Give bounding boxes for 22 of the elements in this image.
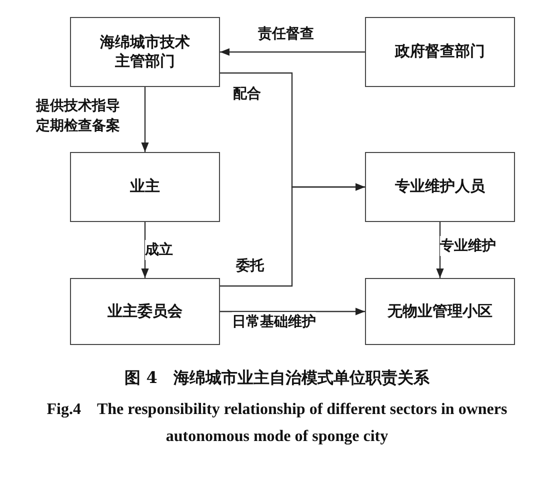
arrow (220, 183, 365, 287)
process-box (70, 278, 220, 345)
box-text: 业主委员会 (108, 302, 182, 322)
edge-label: 成立 (145, 240, 173, 260)
arrow (436, 222, 444, 278)
process-box (70, 17, 220, 87)
process-box (70, 152, 220, 222)
process-box (365, 17, 515, 87)
arrow (220, 308, 365, 316)
box-text: 无物业管理小区 (388, 302, 492, 322)
arrow (220, 48, 365, 56)
process-box (365, 152, 515, 222)
arrow (141, 222, 149, 278)
box-text: 海绵城市技术主管部门 (100, 32, 190, 72)
edge-label: 专业维护 (440, 236, 496, 256)
box-text: 政府督查部门 (395, 42, 485, 62)
box-text: 专业维护人员 (395, 177, 485, 197)
process-box (365, 278, 515, 345)
arrow (141, 87, 149, 152)
figure-caption: 图 4 海绵城市业主自治模式单位职责关系 (124, 367, 430, 389)
box-text: 业主 (130, 177, 160, 197)
figure-caption: Fig.4 The responsibility relationship of different sectors in owners autonomous mode of sponge city (46, 400, 508, 448)
